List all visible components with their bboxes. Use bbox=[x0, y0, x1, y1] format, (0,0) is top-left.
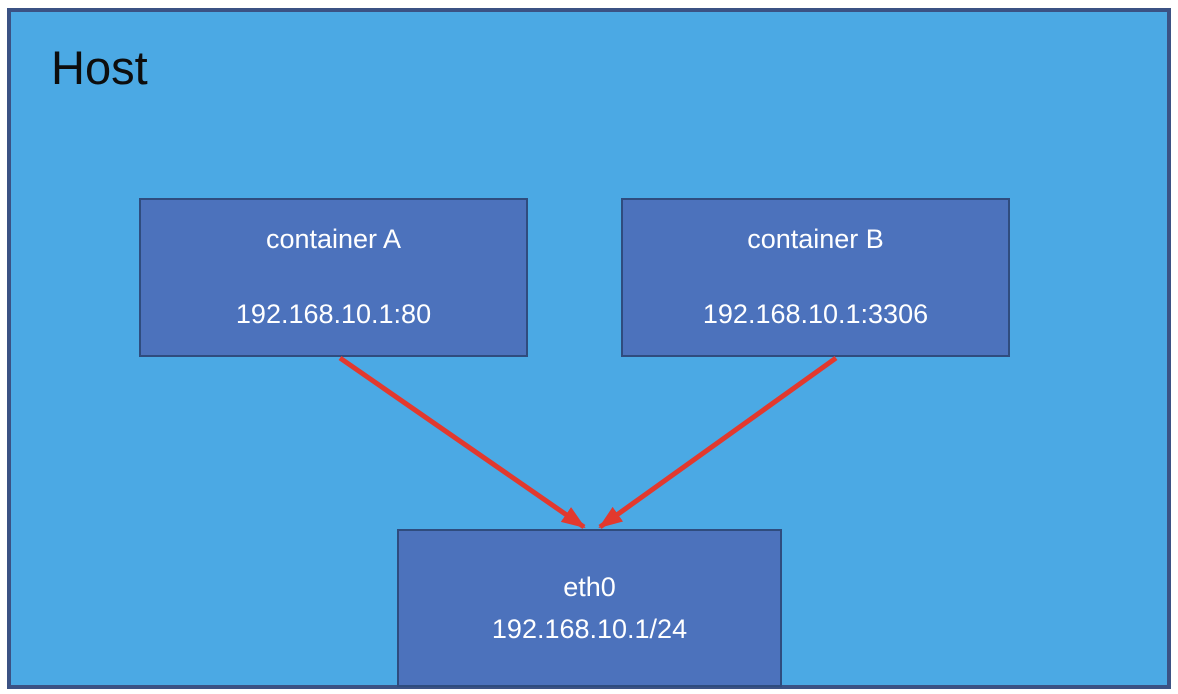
container-b-title: container B bbox=[747, 224, 884, 254]
container-a-address: 192.168.10.1:80 bbox=[235, 299, 432, 329]
node-container-b: container B 192.168.10.1:3306 bbox=[621, 198, 1010, 357]
eth0-title: eth0 bbox=[563, 572, 616, 602]
container-a-title: container A bbox=[265, 224, 402, 254]
host-box: Host container A 192.168.10.1:80 contain… bbox=[7, 8, 1171, 689]
host-label: Host bbox=[51, 41, 148, 94]
eth0-address: 192.168.10.1/24 bbox=[491, 614, 688, 644]
container-b-address: 192.168.10.1:3306 bbox=[702, 299, 929, 329]
node-eth0: eth0 192.168.10.1/24 bbox=[397, 529, 782, 687]
node-container-a: container A 192.168.10.1:80 bbox=[139, 198, 528, 357]
